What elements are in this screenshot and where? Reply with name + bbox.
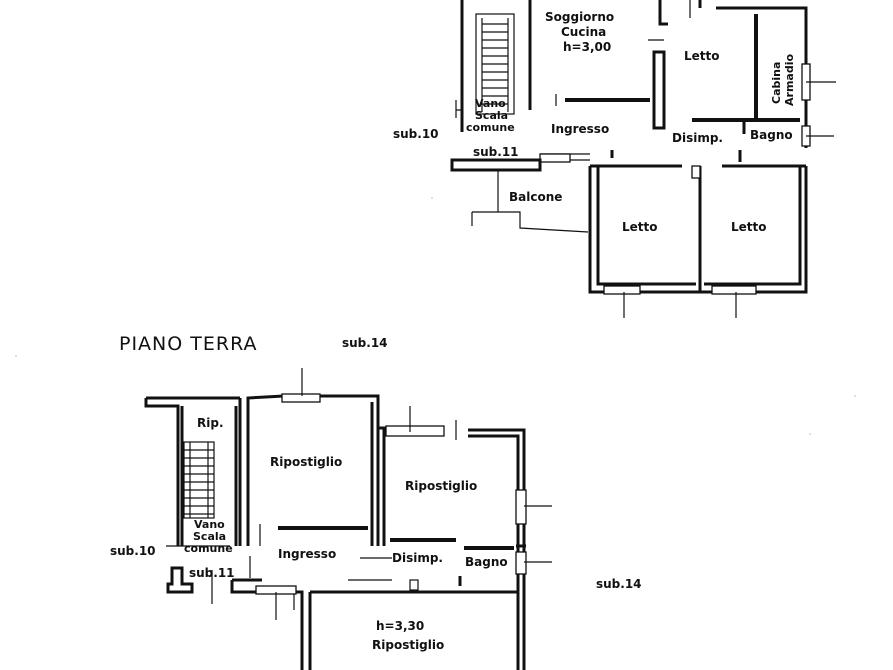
upper-letto-left-label: Letto [622, 220, 658, 234]
upper-stairwell [455, 0, 532, 132]
upper-letto-top-label: Letto [684, 49, 720, 63]
upper-cucina-label: Cucina [561, 25, 606, 39]
upper-ingresso-label: Ingresso [551, 122, 609, 136]
ground-scala-label: Scala [193, 530, 226, 543]
upper-sub11-label: sub.11 [473, 145, 519, 159]
upper-letto-right-label: Letto [731, 220, 767, 234]
upper-height-label: h=3,00 [563, 40, 611, 54]
ground-sub14-top-label: sub.14 [342, 336, 388, 350]
ground-bagno-label: Bagno [465, 555, 508, 569]
ground-ripostiglio-2-label: Ripostiglio [405, 479, 477, 493]
upper-soggiorno-label: Soggiorno [545, 10, 614, 24]
upper-balcone-label: Balcone [509, 190, 562, 204]
ground-ripostiglio-1-label: Ripostiglio [270, 455, 342, 469]
ground-ingresso-label: Ingresso [278, 547, 336, 561]
upper-cabina-label: Cabina [770, 62, 783, 104]
ground-walls [166, 368, 552, 670]
ground-sub14-right-label: sub.14 [596, 577, 642, 591]
upper-comune-label: comune [466, 121, 515, 134]
upper-armadio-label: Armadio [783, 54, 796, 106]
ground-rip-label: Rip. [197, 416, 224, 430]
upper-sub10-label: sub.10 [393, 127, 439, 141]
upper-walls [450, 0, 836, 318]
ground-vano-label: Vano [194, 518, 225, 531]
ground-stairwell [144, 396, 242, 546]
upper-floor-plan: Soggiorno Cucina h=3,00 Letto Cabina Arm… [393, 0, 836, 318]
ground-floor-plan: PIANO TERRA sub.14 [110, 333, 642, 670]
scan-specks [15, 197, 856, 435]
ground-disimp-label: Disimp. [392, 551, 443, 565]
ground-comune-label: comune [184, 542, 233, 555]
upper-scala-label: Scala [475, 109, 508, 122]
upper-bagno-label: Bagno [750, 128, 793, 142]
ground-floor-title: PIANO TERRA [119, 333, 258, 355]
ground-ripostiglio-3-label: Ripostiglio [372, 638, 444, 652]
ground-sub11-label: sub.11 [189, 566, 235, 580]
ground-height-label: h=3,30 [376, 619, 424, 633]
ground-sub10-label: sub.10 [110, 544, 156, 558]
upper-vano-label: Vano [475, 97, 506, 110]
upper-disimp-label: Disimp. [672, 131, 723, 145]
